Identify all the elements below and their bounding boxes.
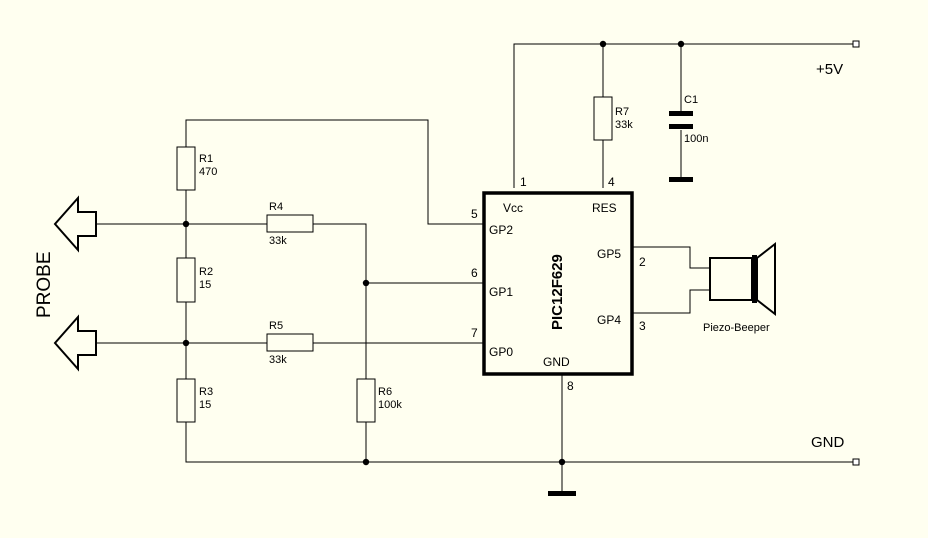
junction-dot bbox=[599, 40, 607, 48]
chip-label: PIC12F629 bbox=[549, 254, 566, 330]
resistor-r2 bbox=[176, 257, 196, 303]
resistor-r3 bbox=[176, 378, 196, 423]
r5-name: R5 bbox=[269, 320, 283, 332]
c1-value: 100n bbox=[684, 133, 708, 145]
r7-name: R7 bbox=[615, 106, 629, 118]
pin-label-gp0: GP0 bbox=[489, 345, 513, 359]
resistor-r1 bbox=[176, 146, 196, 191]
probe-label: PROBE bbox=[34, 251, 55, 318]
c1-name: C1 bbox=[684, 94, 698, 106]
pin-label-gp4: GP4 bbox=[597, 313, 621, 327]
pin-number-gnd: 8 bbox=[567, 379, 574, 393]
r6-name: R6 bbox=[378, 386, 392, 398]
ground-symbol bbox=[548, 491, 576, 496]
pin-number-gp5: 2 bbox=[639, 255, 646, 269]
r4-name: R4 bbox=[269, 201, 283, 213]
r6-value: 100k bbox=[378, 399, 402, 411]
r3-value: 15 bbox=[199, 399, 211, 411]
gnd-label: GND bbox=[811, 434, 845, 451]
vplus-terminal bbox=[852, 40, 860, 48]
pin-number-res: 4 bbox=[608, 175, 615, 189]
pin-label-gnd: GND bbox=[543, 355, 570, 369]
pin-number-gp0: 7 bbox=[471, 326, 478, 340]
wires bbox=[96, 43, 857, 493]
pin-label-gp2: GP2 bbox=[489, 223, 513, 237]
resistor-r7 bbox=[593, 96, 613, 141]
pin-number-gp4: 3 bbox=[639, 319, 646, 333]
junction-dot bbox=[182, 339, 190, 347]
pin-number-vcc: 1 bbox=[520, 175, 527, 189]
junction-dot bbox=[558, 458, 566, 466]
pin-label-gp1: GP1 bbox=[489, 285, 513, 299]
pin-number-gp1: 6 bbox=[471, 266, 478, 280]
r7-value: 33k bbox=[615, 119, 633, 131]
piezo-beeper-icon bbox=[709, 241, 776, 317]
pin-label-vcc: Vcc bbox=[503, 201, 523, 215]
probe-arrow-icon bbox=[53, 314, 97, 372]
r1-name: R1 bbox=[199, 153, 213, 165]
r5-value: 33k bbox=[269, 354, 287, 366]
capacitor-c1 bbox=[669, 111, 693, 182]
r4-value: 33k bbox=[269, 235, 287, 247]
pin-label-res: RES bbox=[592, 201, 617, 215]
junctions bbox=[182, 40, 685, 466]
resistor-r5 bbox=[266, 333, 314, 352]
junction-dot bbox=[362, 458, 370, 466]
gnd-terminal bbox=[852, 458, 860, 466]
junction-dot bbox=[182, 220, 190, 228]
pin-label-gp5: GP5 bbox=[597, 247, 621, 261]
beeper-label: Piezo-Beeper bbox=[703, 322, 770, 334]
resistor-r6 bbox=[356, 378, 376, 423]
probe-arrow-icon bbox=[53, 195, 97, 253]
junction-dot bbox=[362, 279, 370, 287]
vplus-label: +5V bbox=[816, 61, 843, 78]
junction-dot bbox=[677, 40, 685, 48]
r3-name: R3 bbox=[199, 386, 213, 398]
pin-number-gp2: 5 bbox=[471, 207, 478, 221]
resistor-r4 bbox=[266, 214, 314, 233]
r1-value: 470 bbox=[199, 166, 217, 178]
r2-value: 15 bbox=[199, 279, 211, 291]
pic-chip bbox=[482, 191, 634, 376]
r2-name: R2 bbox=[199, 266, 213, 278]
